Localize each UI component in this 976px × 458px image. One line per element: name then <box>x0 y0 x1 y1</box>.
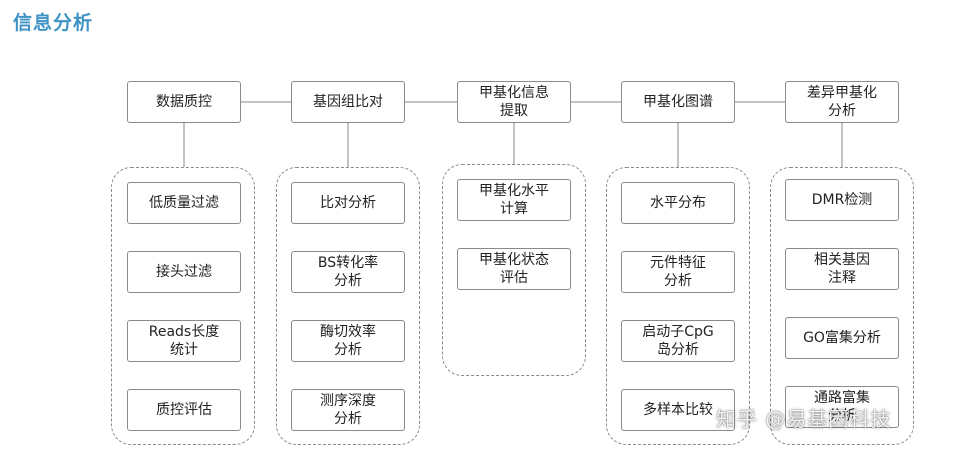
item-align-2: 酶切效率分析 <box>291 320 405 362</box>
item-qc-0: 低质量过滤 <box>127 182 241 224</box>
group-profile <box>606 167 750 445</box>
item-align-0: 比对分析 <box>291 182 405 224</box>
item-profile-0: 水平分布 <box>621 182 735 224</box>
item-qc-3: 质控评估 <box>127 389 241 431</box>
item-diff-2: GO富集分析 <box>785 317 899 359</box>
header-diff: 差异甲基化分析 <box>785 81 899 123</box>
header-profile: 甲基化图谱 <box>621 81 735 123</box>
item-diff-3: 通路富集分析 <box>785 386 899 428</box>
item-align-1: BS转化率分析 <box>291 251 405 293</box>
group-align <box>276 167 420 445</box>
group-diff <box>770 167 914 445</box>
item-extract-0: 甲基化水平计算 <box>457 179 571 221</box>
item-profile-3: 多样本比较 <box>621 389 735 431</box>
watermark: 知乎 @易基因科技 <box>716 407 892 431</box>
header-extract: 甲基化信息提取 <box>457 81 571 123</box>
item-align-3: 测序深度分析 <box>291 389 405 431</box>
page-title: 信息分析 <box>13 12 94 34</box>
group-qc <box>111 167 255 445</box>
header-align: 基因组比对 <box>291 81 405 123</box>
group-extract <box>442 164 586 376</box>
item-extract-1: 甲基化状态评估 <box>457 248 571 290</box>
item-diff-0: DMR检测 <box>785 179 899 221</box>
item-qc-2: Reads长度统计 <box>127 320 241 362</box>
item-profile-1: 元件特征分析 <box>621 251 735 293</box>
header-qc: 数据质控 <box>127 81 241 123</box>
item-qc-1: 接头过滤 <box>127 251 241 293</box>
item-diff-1: 相关基因注释 <box>785 248 899 290</box>
